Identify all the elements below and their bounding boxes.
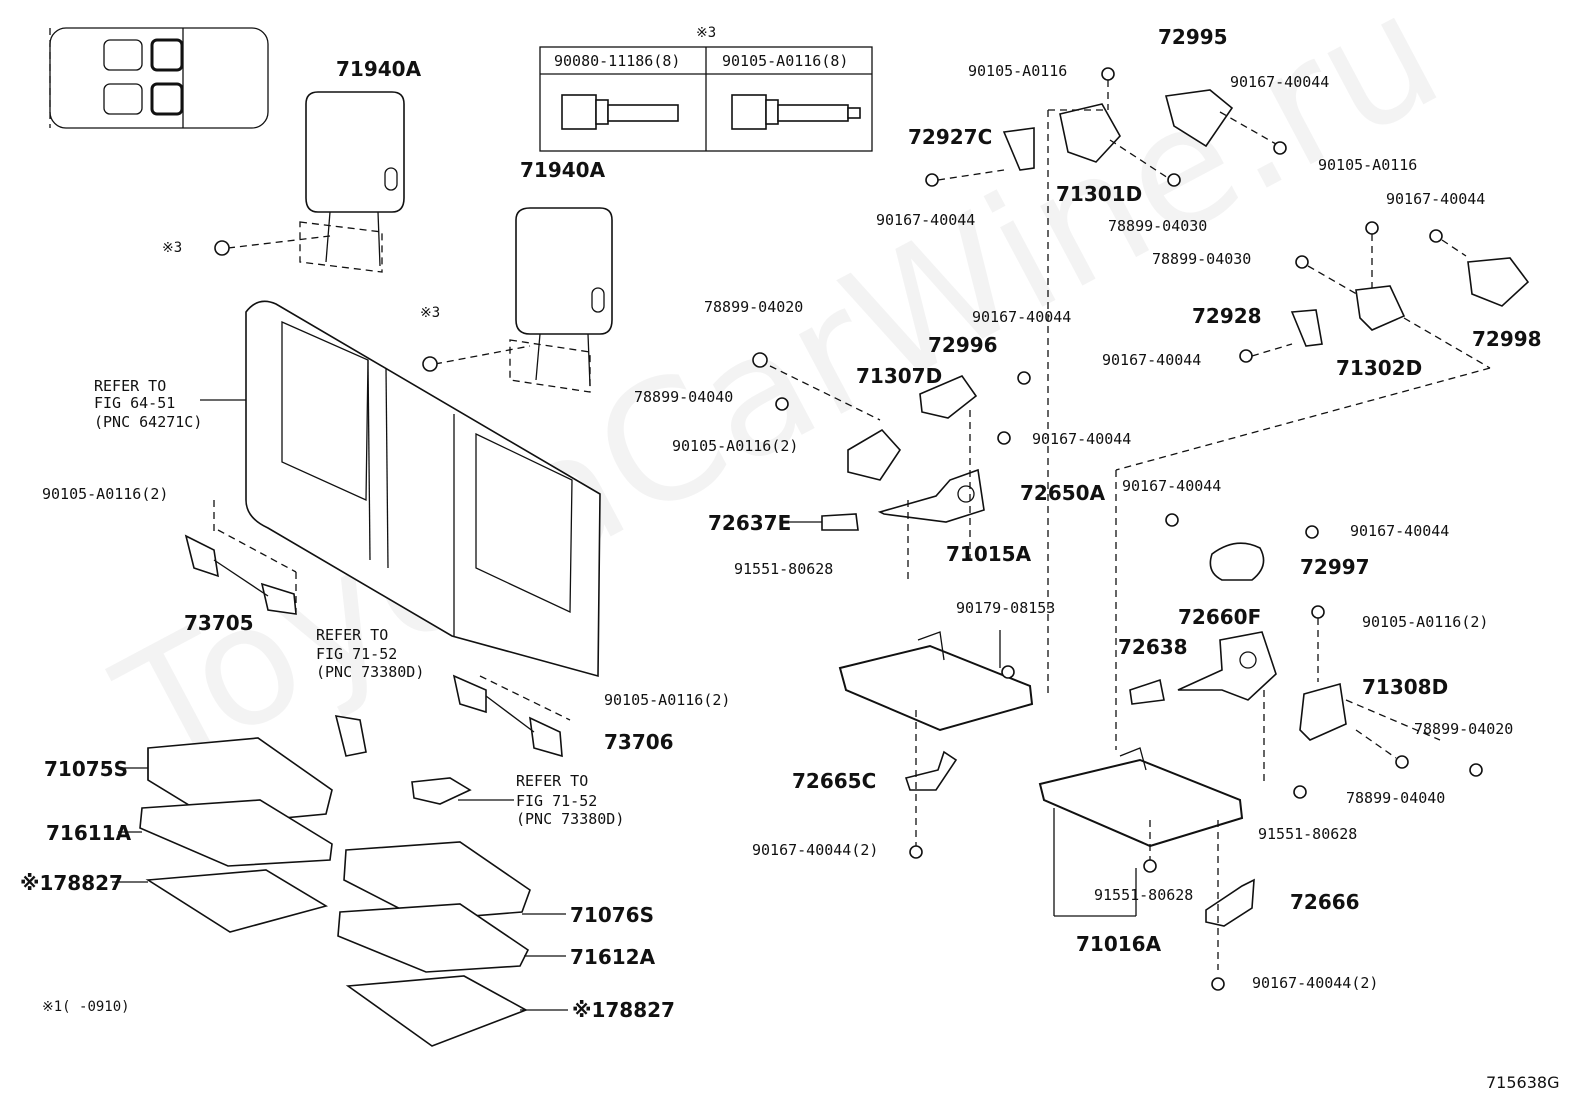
seat-locator-inset	[49, 27, 269, 129]
label-71076S[interactable]: 71076S	[570, 903, 654, 927]
label-78827-a[interactable]: ※178827	[20, 871, 123, 895]
refer3-line3: (PNC 73380D)	[516, 810, 625, 828]
headrest-right-icon	[509, 207, 613, 393]
table-note: ※3	[696, 25, 717, 41]
label-91551-a[interactable]: 91551-80628	[734, 560, 834, 578]
label-90167-b[interactable]: 90167-40044	[1032, 430, 1132, 448]
label-71302D[interactable]: 71302D	[1336, 356, 1423, 380]
seat-belt-buckle-icon	[334, 715, 514, 805]
label-72637E[interactable]: 72637E	[708, 511, 792, 535]
label-78899-04030-b[interactable]: 78899-04030	[1152, 250, 1252, 268]
label-72928[interactable]: 72928	[1192, 304, 1262, 328]
label-73705[interactable]: 73705	[184, 611, 254, 635]
refer2-line3: (PNC 73380D)	[316, 663, 425, 681]
label-72995[interactable]: 72995	[1158, 25, 1228, 49]
recliner-bracket-upper-icon	[925, 67, 1287, 187]
nut-icon	[214, 240, 230, 256]
label-71075S[interactable]: 71075S	[44, 757, 128, 781]
seat-cushion-71076S-icon	[343, 841, 566, 921]
bolt-90080-icon	[561, 94, 679, 130]
label-90167-2-b[interactable]: 90167-40044(2)	[1252, 974, 1379, 992]
label-72996[interactable]: 72996	[928, 333, 998, 357]
label-72660F[interactable]: 72660F	[1178, 605, 1262, 629]
label-71015A[interactable]: 71015A	[946, 542, 1032, 566]
label-73706[interactable]: 73706	[604, 730, 674, 754]
recliner-bracket-right-icon	[1115, 221, 1530, 750]
bolt-90105-icon	[731, 94, 861, 130]
label-72997[interactable]: 72997	[1300, 555, 1370, 579]
refer3-line2[interactable]: FIG 71-52	[516, 792, 598, 810]
label-71301D[interactable]: 71301D	[1056, 182, 1143, 206]
label-78827-b[interactable]: ※178827	[572, 998, 675, 1022]
seat-hinge-73706-icon	[452, 674, 571, 758]
label-90167-d[interactable]: 90167-40044	[1230, 73, 1330, 91]
table-col1-header: 90080-11186(8)	[554, 52, 681, 70]
label-90105-2-b[interactable]: 90105-A0116(2)	[1362, 613, 1489, 631]
label-90105-left[interactable]: 90105-A0116(2)	[42, 485, 169, 503]
label-72666[interactable]: 72666	[1290, 890, 1360, 914]
seat-pad-71612A-icon	[337, 903, 566, 973]
seat-cover-78827-icon	[112, 869, 329, 933]
label-72927C[interactable]: 72927C	[908, 125, 993, 149]
label-78899-04020-a[interactable]: 78899-04020	[704, 298, 804, 316]
refer3-line1: REFER TO	[516, 772, 589, 790]
figure-code: 715638G	[1486, 1073, 1560, 1092]
label-71307D[interactable]: 71307D	[856, 364, 943, 388]
label-91551-b[interactable]: 91551-80628	[1258, 825, 1358, 843]
label-90105-2-a[interactable]: 90105-A0116(2)	[672, 437, 799, 455]
label-72650A[interactable]: 72650A	[1020, 481, 1106, 505]
seat-cushion-71075S-icon	[116, 737, 333, 825]
footnote-1: ※1( -0910)	[42, 999, 130, 1015]
label-90167-a[interactable]: 90167-40044	[972, 308, 1072, 326]
label-note3-b: ※3	[420, 305, 441, 321]
refer2-line2[interactable]: FIG 71-52	[316, 645, 398, 663]
label-91551-c[interactable]: 91551-80628	[1094, 886, 1194, 904]
label-90167-c[interactable]: 90167-40044	[876, 211, 976, 229]
label-78899-04020-b[interactable]: 78899-04020	[1414, 720, 1514, 738]
label-90105-r[interactable]: 90105-A0116	[1318, 156, 1418, 174]
label-71940A-b[interactable]: 71940A	[520, 158, 606, 182]
label-90167-2-a[interactable]: 90167-40044(2)	[752, 841, 879, 859]
fastener-table	[539, 46, 873, 152]
seatback-icon	[200, 300, 601, 678]
label-90105-top[interactable]: 90105-A0116	[968, 62, 1068, 80]
refer1-line1: REFER TO	[94, 377, 167, 395]
headrest-left-icon	[299, 91, 405, 273]
label-71308D[interactable]: 71308D	[1362, 675, 1449, 699]
label-90105-mid[interactable]: 90105-A0116(2)	[604, 691, 731, 709]
refer1-line2[interactable]: FIG 64-51	[94, 394, 176, 412]
table-col2-header: 90105-A0116(8)	[722, 52, 849, 70]
label-72638[interactable]: 72638	[1118, 635, 1188, 659]
seat-hinge-73705-icon	[184, 500, 297, 615]
seat-adjuster-left-icon	[752, 110, 1049, 859]
seat-cover-78827b-icon	[345, 975, 568, 1047]
label-90167-e[interactable]: 90167-40044	[1386, 190, 1486, 208]
label-71940A-a[interactable]: 71940A	[336, 57, 422, 81]
nut-icon	[422, 356, 438, 372]
label-90167-g[interactable]: 90167-40044	[1122, 477, 1222, 495]
label-90167-h[interactable]: 90167-40044	[1350, 522, 1450, 540]
seat-pad-71611A-icon	[118, 799, 333, 867]
label-71612A[interactable]: 71612A	[570, 945, 656, 969]
refer2-line1: REFER TO	[316, 626, 389, 644]
label-90167-f[interactable]: 90167-40044	[1102, 351, 1202, 369]
label-71016A[interactable]: 71016A	[1076, 932, 1162, 956]
refer1-line3: (PNC 64271C)	[94, 413, 203, 431]
label-78899-04040-a[interactable]: 78899-04040	[634, 388, 734, 406]
seat-adjuster-right-icon	[1038, 513, 1483, 991]
label-78899-04030-a[interactable]: 78899-04030	[1108, 217, 1208, 235]
label-72665C[interactable]: 72665C	[792, 769, 877, 793]
label-78899-04040-b[interactable]: 78899-04040	[1346, 789, 1446, 807]
label-71611A[interactable]: 71611A	[46, 821, 132, 845]
label-note3-a: ※3	[162, 240, 183, 256]
label-72998[interactable]: 72998	[1472, 327, 1542, 351]
label-90179[interactable]: 90179-08153	[956, 599, 1056, 617]
